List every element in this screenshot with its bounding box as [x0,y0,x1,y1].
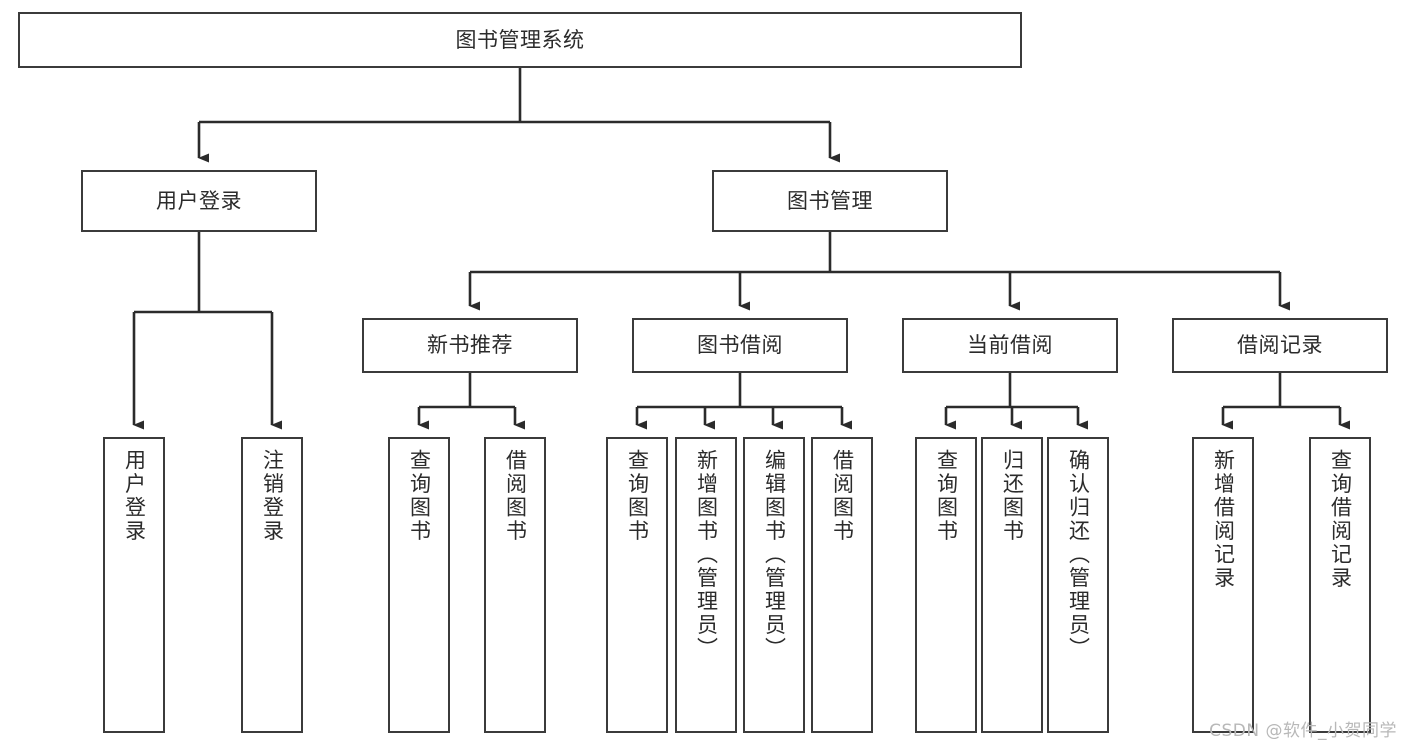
node-label: 用户登录 [122,449,147,543]
node-label: 借阅记录 [1237,333,1323,358]
node-label: 归还图书 [1000,449,1025,543]
node-book-management[interactable]: 图书管理 [712,170,948,232]
node-label: 图书借阅 [697,333,783,358]
leaf-borrow-record-add[interactable]: 新增借阅记录 [1192,437,1254,733]
node-label: 查询借阅记录 [1328,449,1353,590]
node-borrow-record[interactable]: 借阅记录 [1172,318,1388,373]
leaf-borrow-record-query[interactable]: 查询借阅记录 [1309,437,1371,733]
leaf-new-book-borrow[interactable]: 借阅图书 [484,437,546,733]
node-root-book-management-system[interactable]: 图书管理系统 [18,12,1022,68]
node-label: 借阅图书 [830,449,855,543]
leaf-book-borrow-edit-admin[interactable]: 编辑图书（管理员） [743,437,805,733]
node-current-borrow[interactable]: 当前借阅 [902,318,1118,373]
node-user-login[interactable]: 用户登录 [81,170,317,232]
leaf-book-borrow-add-admin[interactable]: 新增图书（管理员） [675,437,737,733]
node-label: 当前借阅 [967,333,1053,358]
leaf-current-borrow-query[interactable]: 查询图书 [915,437,977,733]
leaf-user-login-login[interactable]: 用户登录 [103,437,165,733]
node-label: 借阅图书 [503,449,528,543]
leaf-book-borrow-borrow[interactable]: 借阅图书 [811,437,873,733]
node-label: 图书管理 [787,188,873,213]
node-label: 编辑图书（管理员） [762,449,787,661]
node-label: 用户登录 [156,188,242,213]
node-label: 查询图书 [407,449,432,543]
leaf-user-login-logout[interactable]: 注销登录 [241,437,303,733]
leaf-book-borrow-query[interactable]: 查询图书 [606,437,668,733]
node-label: 新增借阅记录 [1211,449,1236,590]
node-label: 图书管理系统 [455,27,585,52]
node-label: 新增图书（管理员） [694,449,719,661]
node-label: 新书推荐 [427,333,513,358]
leaf-current-borrow-confirm-admin[interactable]: 确认归还（管理员） [1047,437,1109,733]
node-label: 确认归还（管理员） [1066,449,1091,661]
node-label: 注销登录 [260,449,285,543]
node-new-book-recommend[interactable]: 新书推荐 [362,318,578,373]
leaf-new-book-query[interactable]: 查询图书 [388,437,450,733]
node-label: 查询图书 [625,449,650,543]
leaf-current-borrow-return[interactable]: 归还图书 [981,437,1043,733]
node-book-borrow[interactable]: 图书借阅 [632,318,848,373]
node-label: 查询图书 [934,449,959,543]
watermark-text: CSDN @软件_小贺同学 [1209,721,1397,741]
